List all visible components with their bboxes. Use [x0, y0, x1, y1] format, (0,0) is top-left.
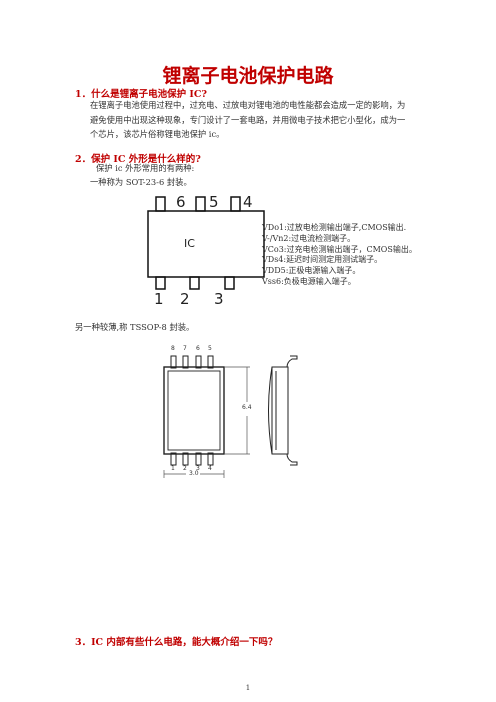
pin-description: Vss6:负极电源输入端子。	[262, 276, 356, 286]
sot23-pin-description-list: VDo1:过放电检测输出端子,CMOS输出. V-/Vn2:过电流检测端子。 V…	[262, 223, 417, 288]
paragraph-line: 一种称为 SOT-23-6 封装。	[90, 176, 192, 187]
sot23-chip-label: IC	[184, 237, 195, 250]
section-3-heading: 3．IC 内部有些什么电路，能大概介绍一下吗？	[75, 637, 278, 648]
tssop-pin-label: 8	[171, 345, 175, 352]
tssop-pin-label: 4	[208, 465, 212, 472]
tssop-intro: 另一种较薄,称 TSSOP-8 封装。	[75, 322, 195, 332]
pin-description: VCo3:过充电检测输出端子，CMOS输出。	[262, 244, 417, 254]
pin-description: VDs4:延迟时间测定用测试端子。	[262, 255, 383, 265]
page-title: 锂离子电池保护电路	[162, 65, 334, 87]
tssop-pin-label: 2	[183, 465, 187, 472]
paragraph-line: 个芯片，该芯片俗称锂电池保护 ic。	[90, 129, 225, 139]
pin-description: VDo1:过放电检测输出端子,CMOS输出.	[262, 223, 407, 232]
sot23-pin-label: 6	[176, 193, 186, 211]
section-2-paragraph: 保护 ic 外形常用的有两种: 一种称为 SOT-23-6 封装。	[90, 162, 194, 189]
sot23-pin-label: 4	[243, 193, 253, 211]
tssop-pin-label: 6	[196, 345, 200, 352]
sot23-pin-label: 3	[214, 290, 224, 308]
tssop-height-dimension: 6.4	[242, 404, 252, 411]
paragraph-line: 保护 ic 外形常用的有两种:	[96, 163, 195, 173]
section-1-heading: 1．什么是锂离子电池保护 IC?	[75, 89, 207, 100]
paragraph-line: 在锂离子电池使用过程中，过充电、过放电对锂电池的电性能都会造成一定的影响，为	[90, 100, 406, 110]
section-2-heading: 2．保护 IC 外形是什么样的?	[75, 154, 201, 165]
pin-description: VDD5:正极电源输入端子。	[262, 266, 361, 276]
pin-description: V-/Vn2:过电流检测端子。	[262, 233, 356, 243]
tssop-pin-label: 7	[183, 345, 187, 352]
paragraph-line: 避免使用中出现这种现象，专门设计了一套电路，并用微电子技术把它小型化，成为一	[90, 114, 406, 125]
section-1-paragraph: 在锂离子电池使用过程中，过充电、过放电对锂电池的电性能都会造成一定的影响，为 避…	[90, 98, 405, 142]
tssop-width-dimension: 3.0	[189, 470, 199, 477]
tssop-pin-label: 3	[196, 465, 200, 472]
page-number: 1	[245, 684, 251, 692]
tssop-pin-label: 1	[171, 465, 175, 472]
sot23-pin-label: 2	[180, 290, 190, 308]
tssop-pin-label: 5	[208, 345, 212, 352]
sot23-pin-label: 1	[154, 290, 164, 308]
sot23-pin-label: 5	[209, 193, 219, 211]
